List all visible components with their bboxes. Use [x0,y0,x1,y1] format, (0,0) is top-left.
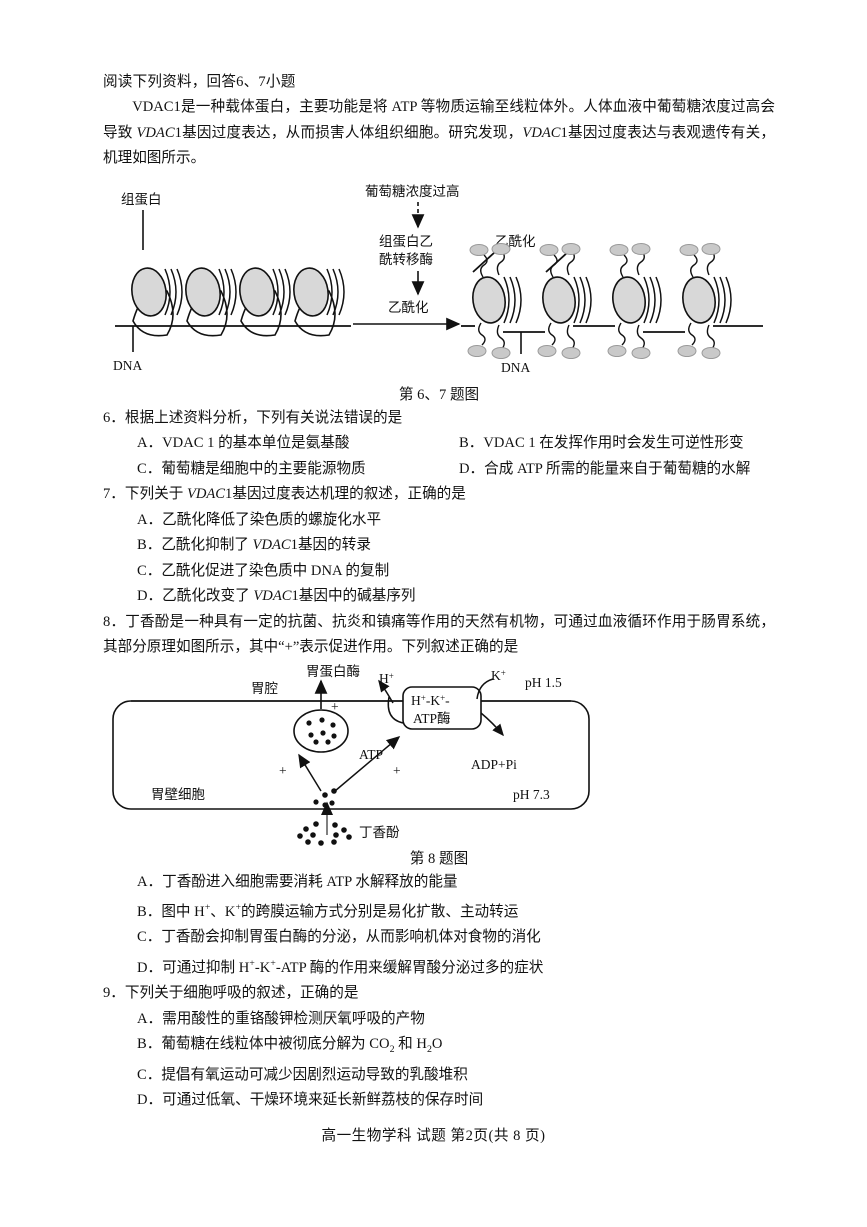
question8-option-b: B．图中 H+、K+的跨膜运输方式分别是易化扩散、主动转运 [137,902,519,920]
figure2-label-adp: ADP+Pi [471,757,517,772]
question9-stem-text: 下列关于细胞呼吸的叙述，正确的是 [124,985,359,1002]
question6-option-a: A．VDAC 1 的基本单位是氨基酸 [137,435,350,451]
figure2-pump-label-line2: ATP酶 [413,711,451,726]
question7-option-d: D．乙酰化改变了 VDAC1基因中的碱基序列 [103,584,775,610]
figure1-acetylated-nucleosomes: DNA [461,242,763,375]
figure2-label-ph-cell: pH 7.3 [513,787,550,802]
question8-option-c: C．丁香酚会抑制胃蛋白酶的分泌，从而影响机体对食物的消化 [137,929,541,946]
question7-stem-gene: VDAC [186,486,226,502]
passage-text-2: 1是一种载体蛋白，主要功能是将 ATP 等物质运输至线粒体外。人体血液中葡萄糖浓… [103,99,775,141]
figure-parietal-cell: 胃蛋白酶 胃腔 H+ K+ pH 1.5 H+-K+- ATP酶 [103,663,775,848]
question7-option-c-letter: C． [137,562,162,579]
passage-text-3: 1基因过度表达，从而损害人体组织细胞。研究发现， [174,124,523,141]
figure1-label-histone: 组蛋白 [121,192,162,207]
figure1-label-dna-right: DNA [501,360,530,375]
question7-option-a-letter: A． [137,511,163,528]
question6-option-d: D．合成 ATP 所需的能量来自于葡萄糖的水解 [459,460,751,477]
question9-option-b: B．葡萄糖在线粒体中被彻底分解为 CO2 和 H2O [137,1036,443,1056]
question9-option-c: C．提倡有氧运动可减少因剧烈运动导致的乳酸堆积 [137,1066,468,1083]
question7-option-b-letter: B． [137,537,162,553]
figure2-label-atp: ATP [359,747,383,762]
page-footer: 高一生物学科 试题 第2页(共 8 页) [321,1128,546,1144]
figure1-label-glucose: 葡萄糖浓度过高 [365,183,460,199]
figure2-eugenol-inside [313,787,337,808]
question7-stem-post: 1基因过度表达机理的叙述，正确的是 [225,486,466,502]
question7-option-b-gene: VDAC [252,537,291,553]
question7-option-d-letter: D． [137,588,163,604]
question8-option-a: A．丁香酚进入细胞需要消耗 ATP 水解释放的能量 [137,873,458,890]
passage-text-4: 1基因过度表达与表观遗传有关，机理如图所示。 [103,124,775,167]
question6-option-b: B．VDAC 1 在发挥作用时会发生可逆性形变 [459,435,744,451]
question8-stem-text: 丁香酚是一种具有一定的抗菌、抗炎和镇痛等作用的天然有机物，可通过血液循环作用于肠… [103,613,775,656]
figure1-caption: 第 6、7 题图 [398,386,480,403]
figure-chromatin-acetylation: 葡萄糖浓度过高 组蛋白乙 酰转移酶 乙酰化 DNA 组蛋白 [103,176,775,384]
figure2-plus-vesicle: + [279,763,287,778]
question8-stem: 8．丁香酚是一种具有一定的抗菌、抗炎和镇痛等作用的天然有机物，可通过血液循环作用… [103,610,775,661]
passage-gene-2: VDAC [522,124,561,141]
question7-option-b-post: 1基因的转录 [290,537,371,553]
question7-stem-pre: 下列关于 [124,486,187,502]
question9-option-a: A．需用酸性的重铬酸钾检测厌氧呼吸的产物 [137,1010,425,1027]
question9-stem: 9．下列关于细胞呼吸的叙述，正确的是 [103,981,775,1007]
figure1-label-dna-left: DNA [113,358,142,373]
passage-gene-1: VDAC [136,124,175,141]
figure2-label-ph-lumen: pH 1.5 [525,675,562,690]
question7-option-d-pre: 乙酰化改变了 [162,588,254,604]
figure2-label-lumen: 胃腔 [251,681,278,696]
question8-option-d: D．可通过抑制 H+-K+-ATP 酶的作用来缓解胃酸分泌过多的症状 [137,957,544,976]
question6-options-row2: C．葡萄糖是细胞中的主要能源物质 D．合成 ATP 所需的能量来自于葡萄糖的水解 [103,457,775,483]
question6-stem: 6．根据上述资料分析，下列有关说法错误的是 [103,406,775,432]
figure1-label-enzyme-line2: 酰转移酶 [379,252,433,267]
figure2-cell-membrane [112,699,590,810]
figure2-plus-secretion: + [331,699,339,714]
passage-text-1: VDAC [132,99,174,115]
passage-body: VDAC1是一种载体蛋白，主要功能是将 ATP 等物质运输至线粒体外。人体血液中… [103,95,775,172]
question7-number: 7． [103,486,125,502]
figure2-label-k-ion: K+ [491,668,506,683]
question7-option-a-text: 乙酰化降低了染色质的螺旋化水平 [162,511,382,528]
question6-options-row1: A．VDAC 1 的基本单位是氨基酸 B．VDAC 1 在发挥作用时会发生可逆性… [103,431,775,457]
question8-number: 8． [103,613,126,630]
question6-number: 6． [103,409,125,426]
figure2-pump-label-line1: H+-K+- [411,693,450,708]
figure2-vesicle-granules [306,716,337,745]
figure2-label-pepsin: 胃蛋白酶 [306,664,360,679]
question7-option-d-post: 1基因中的碱基序列 [291,588,416,604]
question7-option-b: B．乙酰化抑制了 VDAC1基因的转录 [103,533,775,559]
figure1-label-enzyme-line1: 组蛋白乙 [379,234,433,249]
figure2-caption: 第 8 题图 [409,850,469,867]
question7-option-a: A．乙酰化降低了染色质的螺旋化水平 [103,508,775,534]
figure2-pepsin-vesicle [293,708,349,753]
question7-option-c: C．乙酰化促进了染色质中 DNA 的复制 [103,559,775,585]
question7-option-d-gene: VDAC [253,588,292,604]
figure2-label-eugenol: 丁香酚 [359,825,400,840]
question6-stem-text: 根据上述资料分析，下列有关说法错误的是 [124,409,403,426]
figure2-plus-pump: + [393,763,401,778]
figure2-pump-box [402,685,482,730]
figure1-label-acetylation-mid: 乙酰化 [388,300,429,315]
passage-instruction: 阅读下列资料，回答6、7小题 [103,74,296,90]
figure2-eugenol-outside [297,820,352,846]
question6-option-c: C．葡萄糖是细胞中的主要能源物质 [137,460,366,477]
question7-stem: 7．下列关于 VDAC1基因过度表达机理的叙述，正确的是 [103,482,775,508]
question7-option-c-text: 乙酰化促进了染色质中 DNA 的复制 [161,562,390,579]
question7-option-b-pre: 乙酰化抑制了 [161,537,253,553]
page-content: 阅读下列资料，回答6、7小题 VDAC1是一种载体蛋白，主要功能是将 ATP 等… [103,70,775,1114]
figure1-condensed-nucleosomes [131,266,345,336]
question9-number: 9． [103,985,125,1002]
figure2-label-parietal-cell: 胃壁细胞 [151,787,205,802]
question9-option-d: D．可通过低氧、干燥环境来延长新鲜荔枝的保存时间 [137,1092,484,1109]
